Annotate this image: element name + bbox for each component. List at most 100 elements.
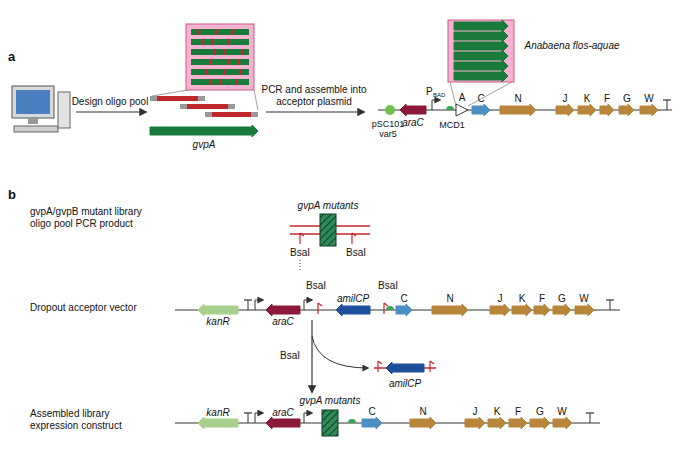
rbs (446, 106, 454, 110)
gene-arrow (336, 304, 370, 316)
label: W (557, 406, 566, 418)
screen (16, 90, 50, 114)
label: C (368, 406, 375, 418)
gene-arrow (266, 417, 300, 429)
line (255, 300, 263, 310)
label: kanR (206, 407, 229, 419)
line (300, 266, 301, 267)
line (311, 320, 312, 392)
gene-arrow (432, 304, 468, 316)
line (606, 299, 614, 300)
label: N (446, 293, 453, 305)
gene-arrow (454, 30, 508, 42)
mutation (227, 59, 229, 65)
label: J (498, 293, 503, 305)
gene-arrow (454, 40, 508, 52)
mutation (211, 39, 213, 45)
label: araC (402, 117, 424, 129)
oligo (191, 69, 249, 75)
line (383, 303, 384, 314)
gene-arrow (575, 304, 594, 316)
gene-arrow (150, 125, 258, 137)
overlap (228, 104, 235, 109)
overlap (180, 104, 187, 109)
line (586, 412, 594, 413)
label: MCD1 (439, 120, 465, 130)
label: b (8, 188, 16, 203)
gene-arrow (530, 417, 550, 429)
line (430, 361, 434, 364)
label: PCR and assemble into acceptor plasmid (258, 84, 370, 107)
line (450, 82, 456, 106)
label: F (539, 293, 545, 305)
oligo (191, 49, 249, 55)
oligo-pool-inset (186, 24, 254, 90)
oligo (191, 39, 249, 45)
gvpA-mutant-block (322, 410, 338, 436)
label: BsaI (280, 350, 300, 362)
line (378, 361, 382, 364)
line (384, 303, 388, 306)
line (152, 90, 188, 96)
oligo-fragment (150, 96, 205, 101)
gene-arrow (600, 104, 614, 116)
label: W (579, 293, 588, 305)
label: amilCP (389, 378, 421, 390)
label: araC (272, 407, 294, 419)
drawing (12, 20, 672, 436)
mutation (228, 39, 230, 45)
mutation (198, 29, 200, 35)
oligo (191, 79, 249, 85)
label: N (514, 93, 521, 105)
gene-arrow (553, 417, 572, 429)
line (304, 300, 312, 310)
line (590, 413, 591, 423)
oligo-fragment (205, 112, 258, 117)
gene-arrow (198, 304, 238, 316)
mutation (201, 39, 203, 45)
label: G (558, 293, 566, 305)
label: pSC101 var5 (370, 119, 406, 140)
gene-arrow (454, 20, 508, 32)
overlap (150, 96, 157, 101)
rbs (348, 419, 356, 423)
line (266, 111, 364, 112)
overlap (198, 96, 205, 101)
line (76, 111, 146, 112)
line (317, 303, 318, 314)
oligo-fragment (180, 104, 235, 109)
line (352, 233, 356, 236)
label: F (515, 406, 521, 418)
line (468, 82, 512, 106)
label: BsaI (290, 247, 310, 259)
stand (28, 118, 38, 124)
gvpA-mutant-block (320, 214, 336, 246)
label: K (519, 293, 526, 305)
mutation (215, 29, 217, 35)
gene-arrow (619, 104, 634, 116)
line (351, 233, 352, 244)
label: J (563, 93, 568, 105)
label: BAD (433, 92, 445, 99)
line (255, 413, 263, 423)
label: P (426, 86, 433, 98)
mutation (206, 69, 208, 75)
label: A (459, 92, 466, 104)
line (300, 269, 301, 270)
gene-arrow (400, 104, 426, 116)
label: W (644, 93, 653, 105)
mutation (210, 59, 212, 65)
label: araC (272, 316, 294, 328)
line (304, 413, 312, 423)
origin (385, 105, 395, 115)
gene-arrow (198, 417, 238, 429)
label: gvpA (193, 139, 216, 151)
label: K (494, 406, 501, 418)
mutation (232, 29, 234, 35)
line (432, 100, 440, 110)
label: gvpA mutants (298, 200, 359, 212)
keyboard (14, 126, 58, 132)
line (299, 233, 300, 244)
overlap (205, 112, 212, 117)
label: gvpA/gvpB mutant library oligo pool PCR … (30, 206, 162, 229)
